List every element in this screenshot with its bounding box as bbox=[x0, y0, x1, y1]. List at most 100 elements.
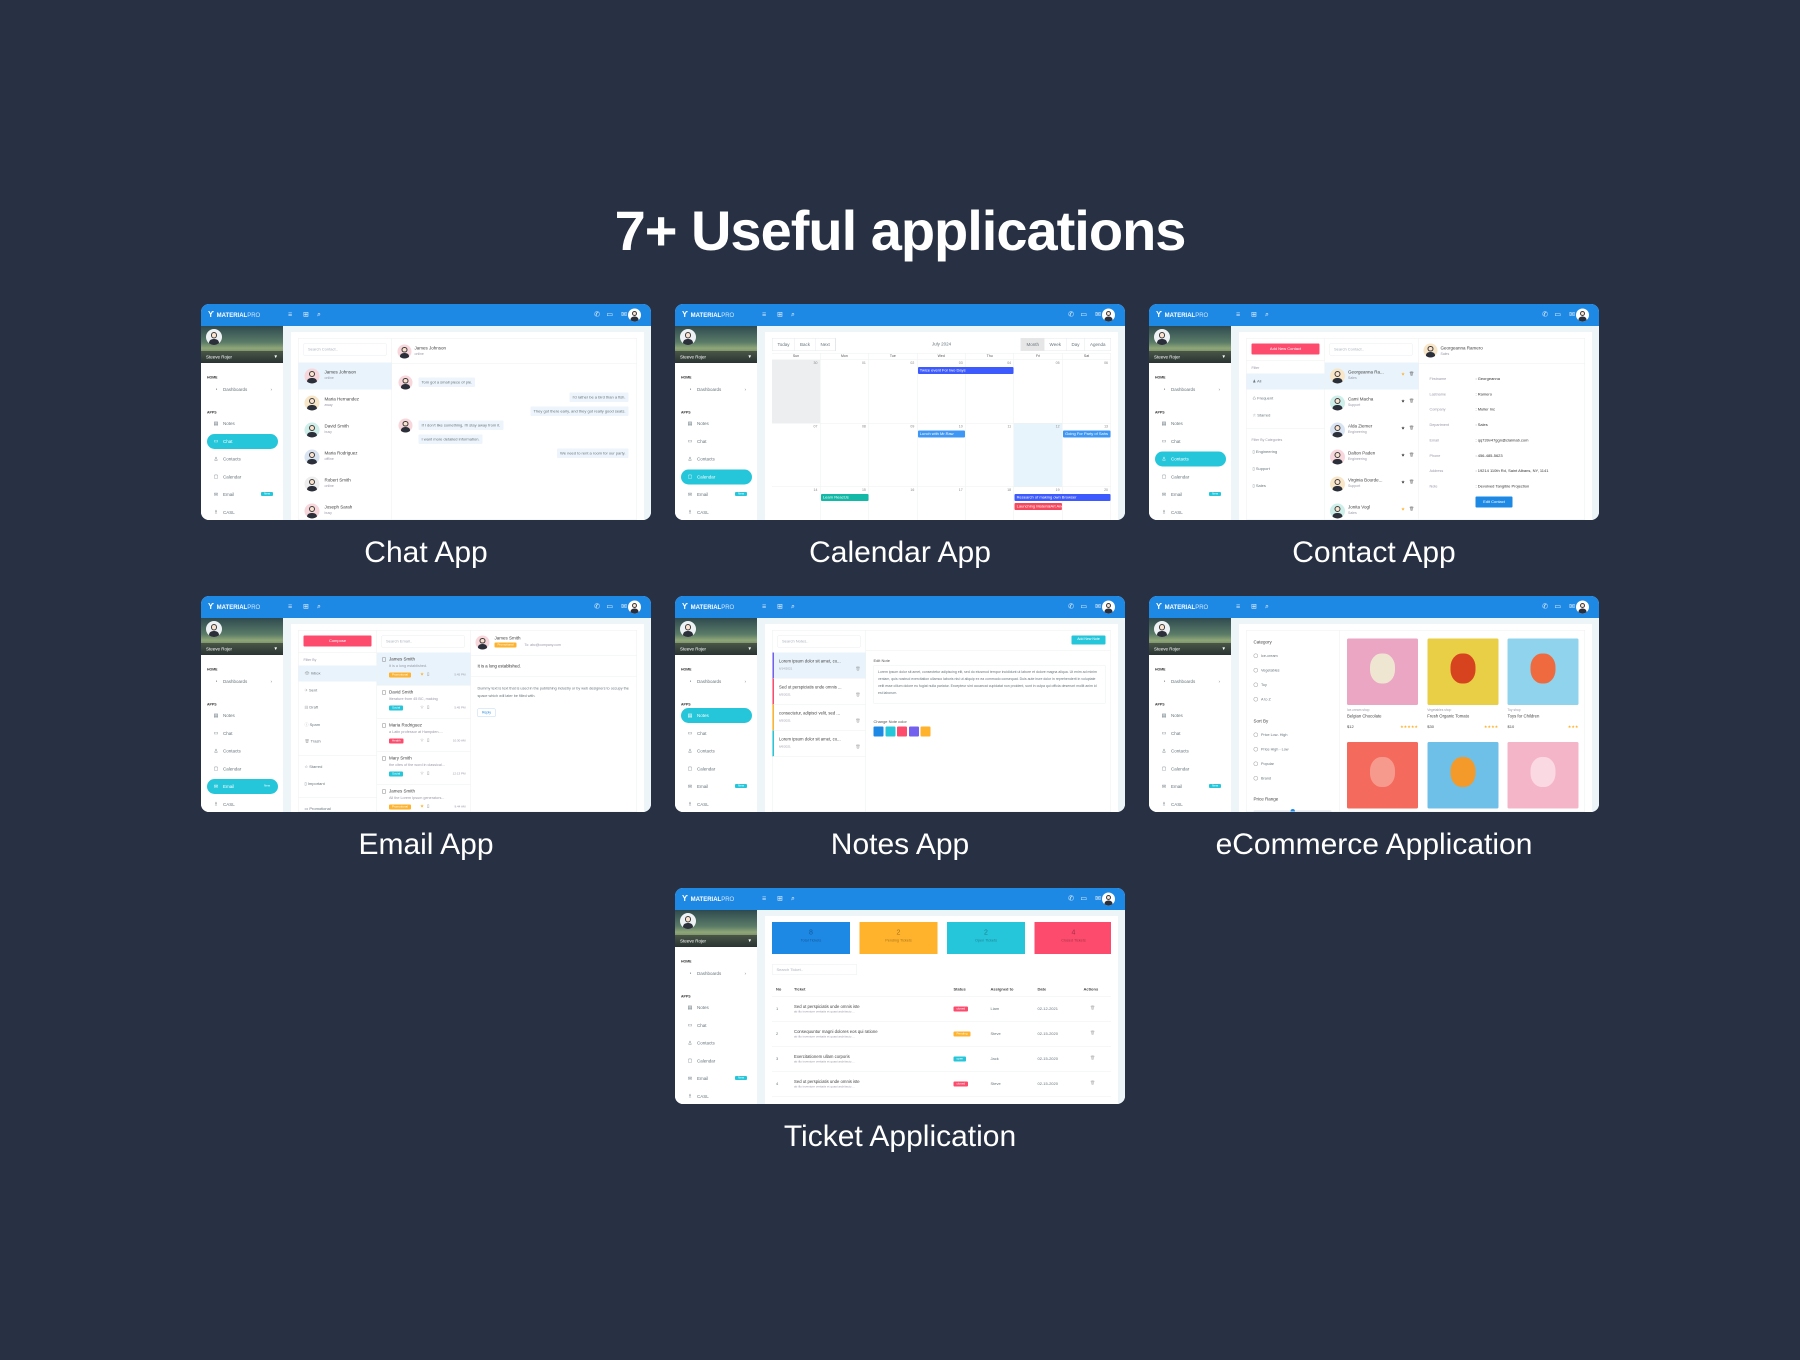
sort-option[interactable]: Brand bbox=[1253, 776, 1271, 781]
category-option[interactable]: Ice-cream bbox=[1253, 653, 1278, 658]
search-icon[interactable]: ⌕ bbox=[1265, 310, 1269, 318]
bookmark-icon[interactable]: ▯ bbox=[427, 770, 430, 776]
calendar-day-cell[interactable]: 20 bbox=[1062, 487, 1111, 520]
category-option[interactable]: A to Z bbox=[1253, 697, 1271, 702]
email-checkbox[interactable] bbox=[382, 723, 386, 728]
color-swatch[interactable] bbox=[908, 726, 919, 737]
calendar-day-cell[interactable]: 01 bbox=[820, 360, 869, 424]
sidebar-item-calendar[interactable]: ▢Calendar bbox=[207, 469, 278, 484]
phone-icon[interactable]: ✆ bbox=[594, 310, 600, 318]
trash-icon[interactable]: 🗑 bbox=[1090, 1030, 1096, 1036]
product-image[interactable] bbox=[1427, 638, 1499, 705]
sidebar-item-contacts[interactable]: ♙Contacts bbox=[681, 1036, 752, 1051]
folder-draft[interactable]: ▤ Draft bbox=[299, 700, 377, 716]
menu-icon[interactable]: ≡ bbox=[1236, 310, 1241, 318]
sidebar-item-dashboards[interactable]: ◔Dashboards› bbox=[681, 674, 752, 689]
sidebar-item-dashboards[interactable]: ◔Dashboards› bbox=[207, 674, 278, 689]
apps-grid-icon[interactable]: ⊞ bbox=[777, 602, 783, 610]
profile-name[interactable]: Steeve Rojer▼ bbox=[1149, 351, 1231, 363]
apps-grid-icon[interactable]: ⊞ bbox=[1251, 310, 1257, 318]
calendar-nav-button-back[interactable]: Back bbox=[795, 338, 816, 351]
sidebar-item-calendar[interactable]: ▢Calendar bbox=[207, 761, 278, 776]
note-list-item[interactable]: consectetur, adipisci velit, sed ...6/5/… bbox=[772, 704, 866, 731]
calendar-day-cell[interactable]: 09 bbox=[868, 423, 918, 487]
edit-contact-button[interactable]: Edit Contact bbox=[1475, 496, 1513, 508]
menu-icon[interactable]: ≡ bbox=[288, 310, 293, 318]
phone-icon[interactable]: ✆ bbox=[594, 602, 600, 610]
calendar-view-day[interactable]: Day bbox=[1065, 338, 1085, 351]
sort-option[interactable]: Popular bbox=[1253, 761, 1274, 766]
calendar-day-cell[interactable]: 11 bbox=[965, 423, 1015, 487]
trash-icon[interactable]: 🗑 bbox=[855, 718, 861, 724]
note-list-item[interactable]: Lorem ipsum dolor sit amet, co...6/6/202… bbox=[772, 730, 866, 757]
reply-button[interactable]: Reply bbox=[477, 708, 496, 717]
calendar-day-cell[interactable]: 18 bbox=[965, 487, 1015, 520]
sidebar-item-casl[interactable]: ♗CASL bbox=[1155, 797, 1226, 812]
color-swatch[interactable] bbox=[873, 726, 884, 737]
trash-icon[interactable]: 🗑 bbox=[855, 692, 861, 698]
bookmark-icon[interactable]: ▯ bbox=[427, 704, 430, 710]
sidebar-item-notes[interactable]: ▤Notes bbox=[1155, 416, 1226, 431]
calendar-day-cell[interactable]: 02 bbox=[868, 360, 918, 424]
mail-icon[interactable]: ✉ bbox=[1095, 602, 1101, 610]
price-range-thumb[interactable] bbox=[1290, 809, 1295, 812]
message-icon[interactable]: ▭ bbox=[606, 310, 613, 318]
apps-grid-icon[interactable]: ⊞ bbox=[303, 310, 309, 318]
message-icon[interactable]: ▭ bbox=[1554, 310, 1561, 318]
sidebar-item-calendar[interactable]: ▢Calendar bbox=[681, 761, 752, 776]
menu-icon[interactable]: ≡ bbox=[762, 602, 767, 610]
star-icon[interactable]: ★ bbox=[1401, 398, 1406, 404]
trash-icon[interactable]: 🗑 bbox=[1090, 1080, 1096, 1086]
sidebar-item-dashboards[interactable]: ◔Dashboards› bbox=[681, 382, 752, 397]
calendar-view-week[interactable]: Week bbox=[1044, 338, 1066, 351]
menu-icon[interactable]: ≡ bbox=[762, 310, 767, 318]
calendar-event[interactable]: Launching MaterialArt Angular bbox=[1014, 503, 1063, 510]
sidebar-item-dashboards[interactable]: ◔Dashboards› bbox=[1155, 382, 1226, 397]
email-checkbox[interactable] bbox=[382, 690, 386, 695]
color-swatch[interactable] bbox=[897, 726, 907, 737]
contact-list-item[interactable]: Virginia Bourde...Support★🗑 bbox=[1325, 471, 1419, 498]
mail-icon[interactable]: ✉ bbox=[1569, 310, 1575, 318]
mail-icon[interactable]: ✉ bbox=[1569, 602, 1575, 610]
search-email-input[interactable]: Search Email.. bbox=[381, 635, 465, 648]
star-icon[interactable]: ★ bbox=[420, 803, 425, 809]
category-option[interactable]: Vegetables bbox=[1253, 668, 1280, 673]
note-list-item[interactable]: Lorem ipsum dolor sit amet, co...6/14/20… bbox=[772, 652, 866, 679]
sidebar-item-contacts[interactable]: ♙Contacts bbox=[681, 744, 752, 759]
sidebar-item-calendar[interactable]: ▢Calendar bbox=[1155, 761, 1226, 776]
search-ticket-input[interactable]: Search Ticket.. bbox=[772, 964, 857, 975]
calendar-event[interactable]: Going For Party of Sahs bbox=[1063, 430, 1111, 438]
menu-icon[interactable]: ≡ bbox=[762, 894, 767, 902]
calendar-day-cell[interactable]: 16 bbox=[868, 487, 918, 520]
sidebar-item-chat[interactable]: ▭Chat bbox=[681, 1018, 752, 1033]
star-icon[interactable]: ★ bbox=[1401, 371, 1406, 377]
star-icon[interactable]: ☆ bbox=[420, 737, 425, 743]
ticket-row[interactable]: 5Exercitationem ullam corporisclosed🗑 bbox=[772, 1097, 1111, 1105]
calendar-day-cell[interactable]: 06 bbox=[1062, 360, 1111, 424]
label-promotional[interactable]: ▭ Promotional bbox=[305, 807, 331, 812]
sidebar-item-notes[interactable]: ▤Notes bbox=[681, 416, 752, 431]
trash-icon[interactable]: 🗑 bbox=[1090, 1055, 1096, 1061]
mail-icon[interactable]: ✉ bbox=[621, 310, 627, 318]
radio-button[interactable] bbox=[1253, 732, 1258, 737]
radio-button[interactable] bbox=[1253, 776, 1258, 781]
profile-name[interactable]: Steeve Rojer▼ bbox=[675, 643, 757, 655]
calendar-nav-button-today[interactable]: Today bbox=[773, 338, 796, 351]
sidebar-item-notes[interactable]: ▤Notes bbox=[207, 416, 278, 431]
message-icon[interactable]: ▭ bbox=[1080, 894, 1087, 902]
note-list-item[interactable]: Sed ut perspiciatis unde omnis ...6/5/20… bbox=[772, 678, 866, 705]
search-icon[interactable]: ⌕ bbox=[1265, 602, 1269, 610]
product-image[interactable] bbox=[1507, 638, 1579, 705]
phone-icon[interactable]: ✆ bbox=[1068, 310, 1074, 318]
sidebar-item-casl[interactable]: ♗CASL bbox=[207, 797, 278, 812]
sidebar-item-contacts[interactable]: ♙Contacts bbox=[681, 452, 752, 467]
radio-button[interactable] bbox=[1253, 668, 1258, 673]
profile-name[interactable]: Steeve Rojer▼ bbox=[675, 935, 757, 947]
